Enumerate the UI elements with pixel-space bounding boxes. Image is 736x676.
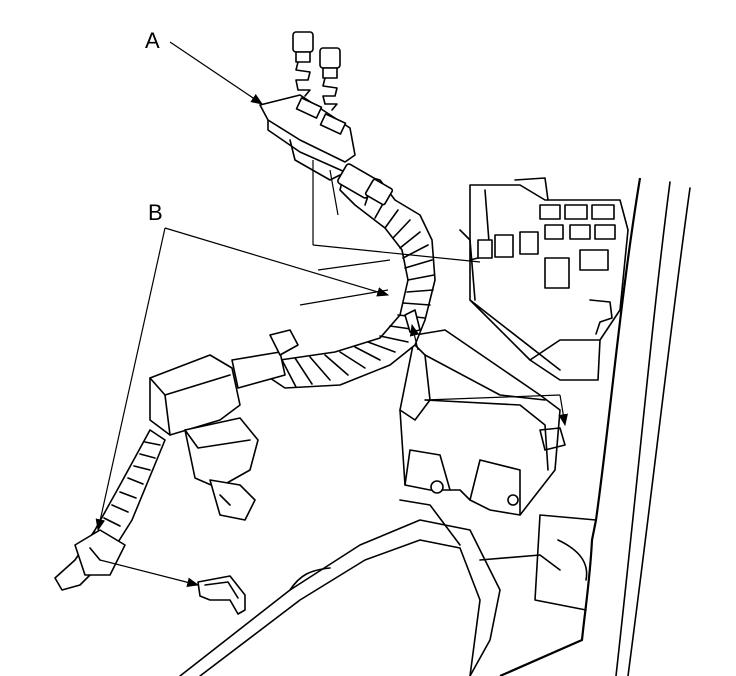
callout-a-label: A [145,28,160,53]
lower-housing [179,499,561,676]
clip-bracket [197,575,246,615]
connector-housing [399,329,566,516]
bolt-left [292,31,314,97]
fuse-relay-box [459,177,629,381]
bolt-right [319,47,341,111]
wiring-harness [269,163,436,389]
leader-lines [95,41,568,587]
callout-b-label: B [148,200,163,225]
harness-connector [149,329,299,521]
terminal-bracket [259,94,356,181]
body-panel [499,177,691,676]
lower-harness [54,429,166,591]
